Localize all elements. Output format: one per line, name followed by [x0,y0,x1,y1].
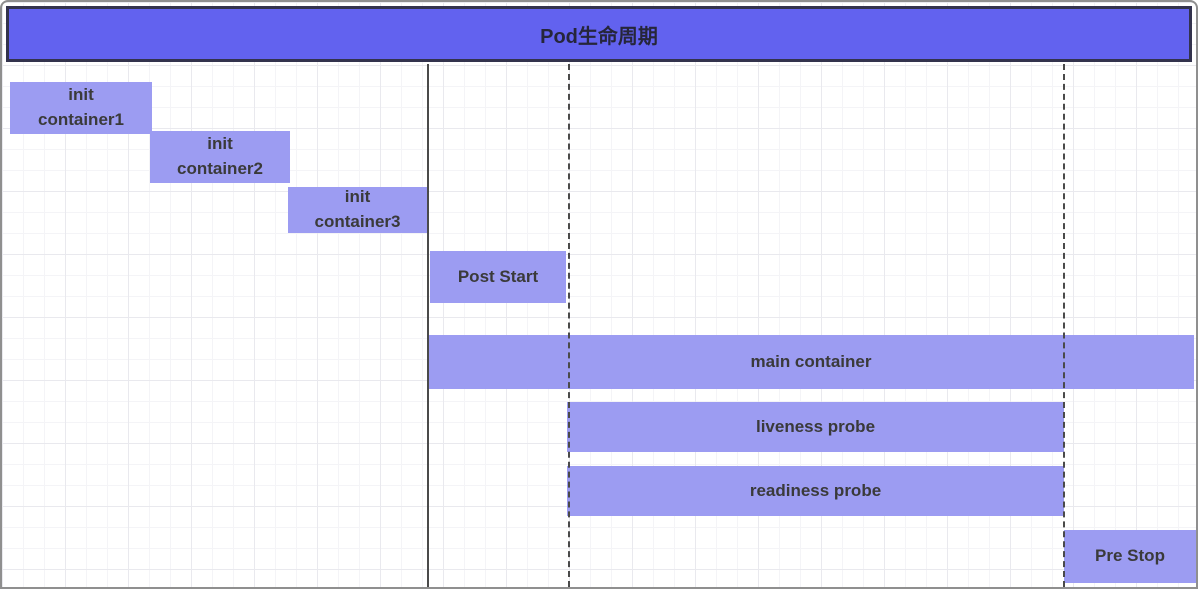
bar-main-container: main container [428,335,1194,389]
probe-start-divider [568,64,570,587]
bar-init-container1: init container1 [10,82,152,134]
diagram-title: Pod生命周期 [6,6,1192,62]
probe-end-divider [1063,64,1065,587]
container-start-divider [427,64,429,587]
bar-liveness-probe: liveness probe [567,402,1064,452]
bar-post-start: Post Start [430,251,566,303]
bar-pre-stop: Pre Stop [1064,530,1196,583]
bar-readiness-probe: readiness probe [567,466,1064,516]
bar-init-container3: init container3 [288,187,427,233]
bar-init-container2: init container2 [150,131,290,183]
